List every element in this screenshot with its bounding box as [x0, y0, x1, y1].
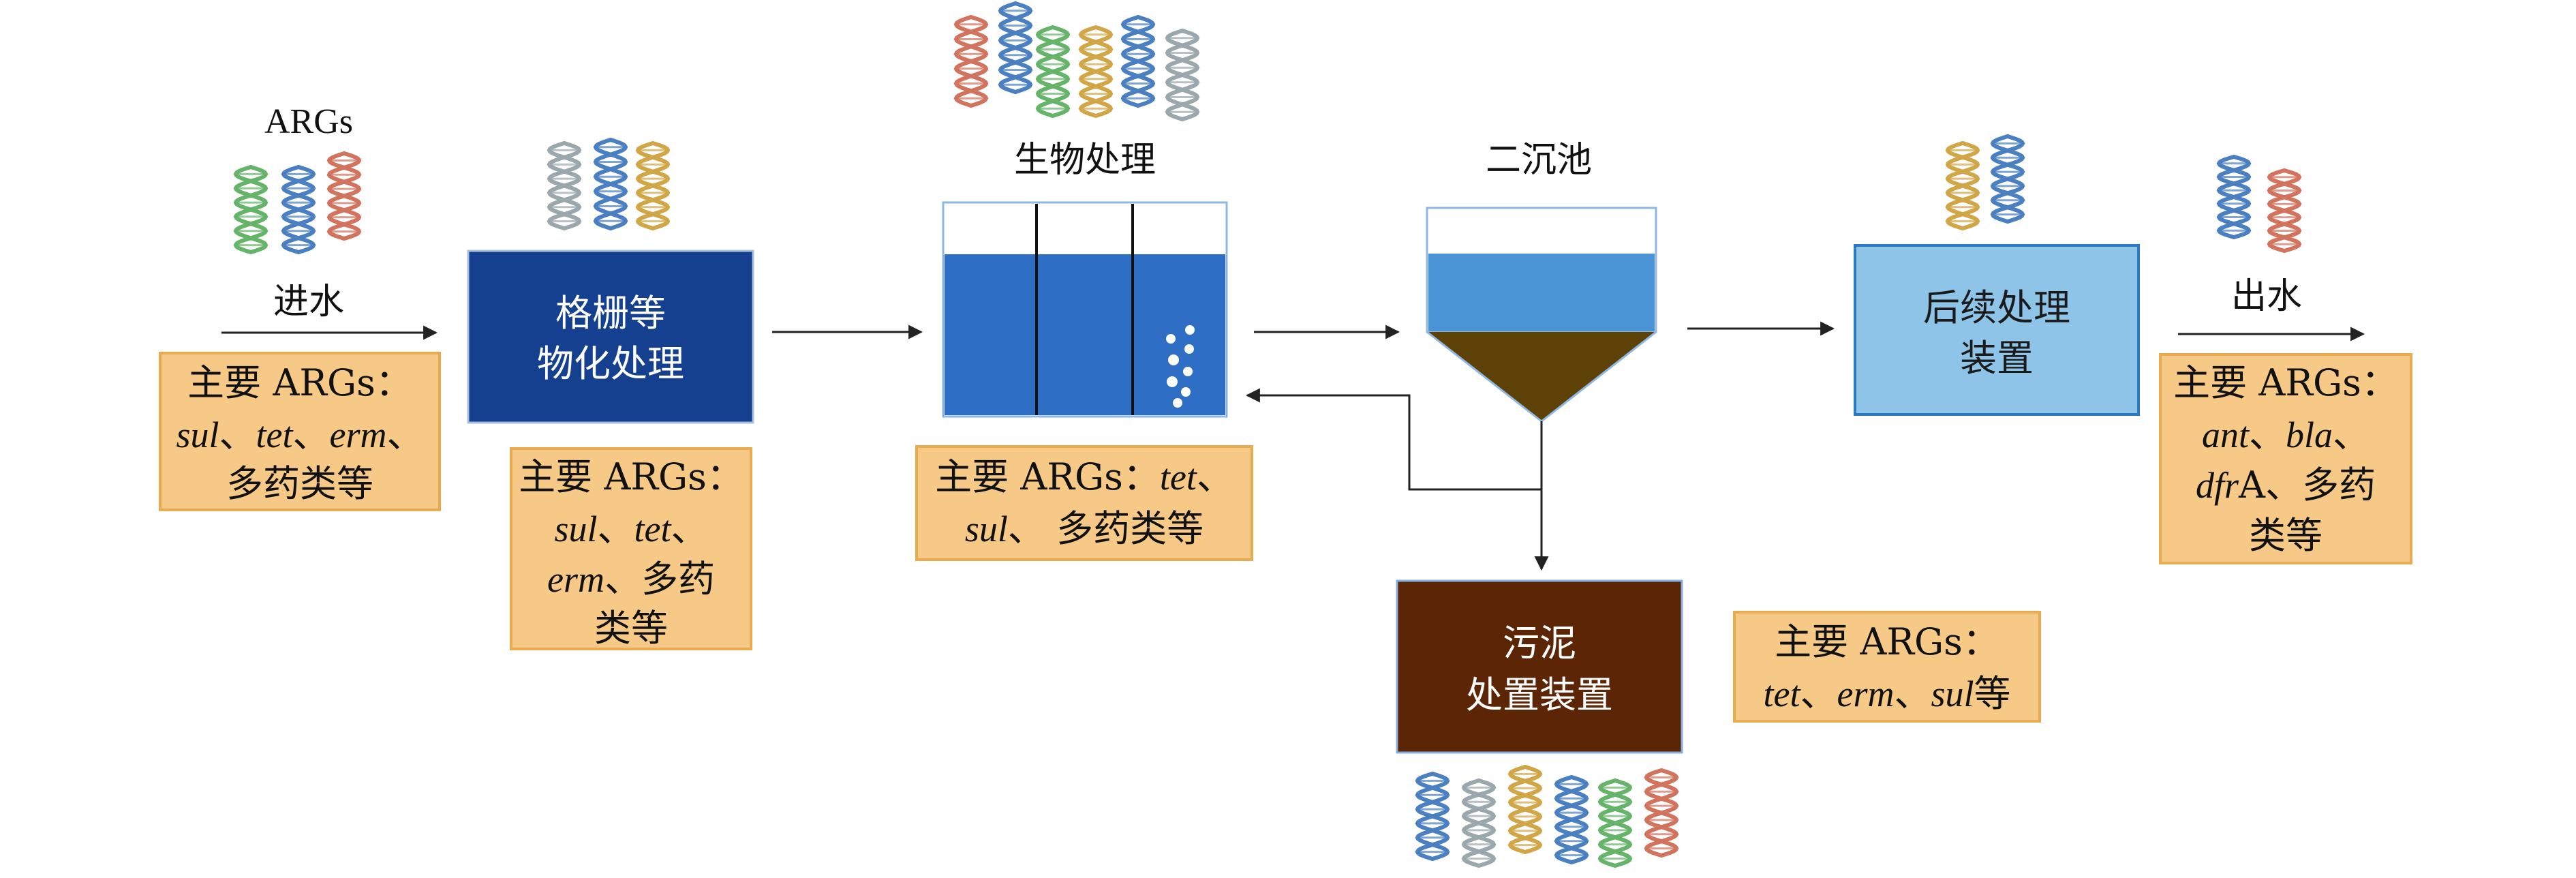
note-effluent-head: 主要 ARGs： — [2173, 361, 2398, 404]
note-sludge: 主要 ARGs： tet、erm、sul等 — [1733, 611, 2041, 723]
dna-helix-icon — [281, 165, 316, 254]
dna-helix-icon — [1120, 15, 1156, 108]
grating-box-line2: 物化处理 — [537, 342, 684, 385]
dna-group-effluent — [2216, 155, 2302, 253]
aeration-bubbles-icon — [1166, 325, 1195, 408]
note-grating-head: 主要 ARGs： — [519, 455, 743, 498]
dna-helix-icon — [593, 138, 628, 230]
note-influent-line2: sul、tet、erm、 — [177, 413, 424, 456]
post-treatment-line2: 装置 — [1960, 337, 2034, 380]
note-influent-head: 主要 ARGs： — [187, 361, 412, 404]
dna-group-sludge — [1415, 765, 1679, 868]
post-treatment-line1: 后续处理 — [1923, 286, 2070, 329]
note-grating: 主要 ARGs： sul、tet、 erm、多药 类等 — [510, 447, 752, 650]
secondary-clarifier-label: 二沉池 — [1486, 140, 1592, 181]
args-label: ARGs — [264, 102, 353, 141]
sludge-box-line1: 污泥 — [1503, 622, 1576, 665]
outflow-label: 出水 — [2231, 276, 2302, 317]
note-effluent-tail: 类等 — [2249, 514, 2322, 557]
bio-treatment-label: 生物处理 — [1014, 140, 1156, 181]
inflow-label: 进水 — [273, 282, 344, 322]
dna-helix-icon — [1078, 25, 1114, 118]
note-bio: 主要 ARGs：tet、 sul、 多药类等 — [915, 445, 1253, 561]
dna-helix-icon — [1461, 778, 1497, 868]
dna-helix-icon — [1945, 141, 1980, 230]
sludge-box-line2: 处置装置 — [1466, 673, 1613, 716]
sludge-box — [1396, 579, 1683, 754]
dna-group-bio — [953, 1, 1200, 121]
dna-helix-icon — [326, 151, 362, 241]
note-influent-tail: 多药类等 — [226, 462, 373, 505]
grating-box-line1: 格栅等 — [555, 292, 666, 335]
note-effluent-line2: ant、bla、 — [2202, 413, 2370, 456]
note-sludge-head: 主要 ARGs： — [1775, 620, 1999, 663]
dna-group-influent — [233, 151, 362, 254]
dna-helix-icon — [635, 141, 671, 230]
note-influent: 主要 ARGs： sul、tet、erm、 多药类等 — [159, 352, 441, 511]
dna-group-post — [1945, 134, 2025, 230]
dna-group-grating — [547, 138, 671, 230]
note-bio-line1: 主要 ARGs：tet、 — [935, 455, 1233, 498]
note-effluent: 主要 ARGs： ant、bla、 dfrA、多药 类等 — [2159, 353, 2412, 564]
dna-helix-icon — [998, 1, 1033, 94]
dna-helix-icon — [1035, 25, 1071, 118]
return-sludge-line — [1245, 388, 1543, 491]
dna-helix-icon — [2216, 155, 2252, 239]
secondary-clarifier — [1426, 207, 1657, 423]
dna-helix-icon — [1165, 29, 1200, 121]
post-treatment-box — [1854, 244, 2140, 416]
note-grating-line2: sul、tet、 — [554, 507, 707, 550]
dna-helix-icon — [1644, 768, 1679, 858]
dna-helix-icon — [547, 141, 582, 230]
dna-helix-icon — [233, 165, 269, 254]
note-bio-line2: sul、 多药类等 — [965, 507, 1203, 550]
dna-helix-icon — [1415, 772, 1450, 861]
grating-box — [467, 249, 754, 424]
note-grating-line3: erm、多药 — [547, 558, 715, 601]
dna-helix-icon — [1507, 765, 1543, 854]
dna-helix-icon — [1990, 134, 2025, 224]
dna-helix-icon — [953, 15, 989, 108]
dna-helix-icon — [1597, 778, 1633, 868]
dna-helix-icon — [2267, 168, 2302, 253]
note-grating-tail: 类等 — [594, 607, 668, 650]
dna-helix-icon — [1554, 775, 1589, 864]
bio-tank — [942, 201, 1228, 418]
note-sludge-line2: tet、erm、sul等 — [1764, 672, 2011, 715]
note-effluent-line3: dfrA、多药 — [2196, 464, 2376, 506]
